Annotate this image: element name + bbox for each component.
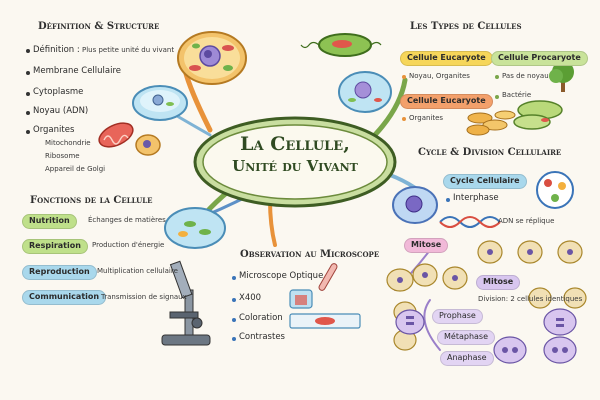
microscope-label: Microscope Optique bbox=[239, 271, 324, 281]
procaryote-note-2: Bactérie bbox=[502, 91, 532, 99]
bullet-icon bbox=[495, 75, 499, 79]
x400-label: X400 bbox=[239, 293, 262, 303]
mitochondria-illustration bbox=[98, 122, 134, 148]
golden-cells-illustration bbox=[466, 110, 516, 136]
bacteria-cluster-illustration bbox=[513, 100, 563, 130]
bullet-icon bbox=[232, 337, 236, 341]
plant-cell-illustration bbox=[164, 207, 226, 249]
lab-tools-illustration bbox=[289, 263, 361, 329]
organites-label: Organites bbox=[33, 125, 75, 135]
communication-note: Transmission de signaux bbox=[101, 293, 187, 301]
nutrition-note: Échanges de matières bbox=[88, 216, 166, 224]
eucaryote-note-1: Noyau, Organites bbox=[409, 72, 470, 80]
eucaryote-note-2: Organites bbox=[409, 114, 444, 122]
main-title-line1: La Cellule, bbox=[240, 133, 350, 155]
definition-label: Définition : bbox=[33, 45, 80, 55]
dna-helix-icon bbox=[439, 216, 501, 228]
bullet-icon bbox=[26, 71, 30, 75]
anaphase-pill: Anaphase bbox=[440, 351, 494, 366]
central-oval bbox=[193, 116, 397, 208]
contrastes-label: Contrastes bbox=[239, 332, 285, 342]
organite-ribosome: Ribosome bbox=[45, 152, 80, 160]
bullet-icon bbox=[402, 75, 406, 79]
eucaryote-pill-1: Cellule Eucaryote bbox=[400, 51, 493, 66]
prophase-pill: Prophase bbox=[432, 309, 483, 324]
cycle-diagram-icon bbox=[536, 171, 574, 209]
eucaryote-pill-2: Cellule Eucaryote bbox=[400, 94, 493, 109]
eukaryote-cell-illustration bbox=[338, 71, 392, 113]
observation-header: Observation au Microscope bbox=[240, 249, 380, 260]
chromosomes bbox=[397, 249, 573, 353]
respiration-note: Production d'énergie bbox=[92, 241, 165, 249]
bullet-icon bbox=[402, 117, 406, 121]
cycle-cellulaire-pill: Cycle Cellulaire bbox=[443, 174, 527, 189]
bullet-icon bbox=[26, 92, 30, 96]
small-cell-illustration bbox=[135, 134, 161, 156]
definition-note: Plus petite unité du vivant bbox=[82, 46, 175, 54]
cytoplasm-cell-illustration bbox=[132, 85, 188, 121]
nutrition-pill: Nutrition bbox=[22, 214, 77, 229]
main-title: La Cellule, Unité du Vivant bbox=[215, 135, 375, 174]
cycle-header: Cycle & Division Cellulaire bbox=[418, 147, 562, 158]
mitose-pill-2: Mitose bbox=[476, 275, 521, 290]
microscope-illustration bbox=[161, 260, 211, 346]
types-header: Les Types de Cellules bbox=[410, 21, 522, 32]
mitose-pill-1: Mitose bbox=[404, 238, 449, 253]
reproduction-note: Multiplication cellulaire bbox=[97, 267, 178, 275]
bullet-icon bbox=[26, 130, 30, 134]
reproduction-pill: Reproduction bbox=[22, 265, 97, 280]
organite-mitochondrie: Mitochondrie bbox=[45, 139, 91, 147]
animal-cell-large-illustration bbox=[177, 31, 247, 85]
membrane-label: Membrane Cellulaire bbox=[33, 66, 122, 76]
metaphase-pill: Métaphase bbox=[437, 330, 496, 345]
organite-golgi: Appareil de Golgi bbox=[45, 165, 106, 173]
tree-illustration bbox=[549, 61, 574, 92]
bullet-icon bbox=[26, 111, 30, 115]
bullet-icon bbox=[495, 95, 499, 99]
fonctions-header: Fonctions de la Cellule bbox=[30, 195, 153, 206]
bullet-icon bbox=[446, 198, 450, 202]
cycle-cell-illustration bbox=[392, 186, 438, 224]
bacterium-illustration bbox=[300, 33, 382, 57]
communication-pill: Communication bbox=[22, 290, 107, 305]
procaryote-pill: Cellule Procaryote bbox=[491, 51, 588, 66]
procaryote-note-1: Pas de noyau bbox=[502, 72, 549, 80]
adn-label: ADN se réplique bbox=[498, 217, 555, 225]
respiration-pill: Respiration bbox=[22, 239, 88, 254]
cytoplasme-label: Cytoplasme bbox=[33, 87, 84, 97]
bullet-icon bbox=[232, 318, 236, 322]
definition-header: Définition & Structure bbox=[38, 21, 160, 32]
interphase-label: Interphase bbox=[453, 193, 499, 203]
bullet-icon bbox=[232, 276, 236, 280]
mitosis-cells-row2 bbox=[395, 308, 577, 364]
noyau-label: Noyau (ADN) bbox=[33, 106, 89, 116]
division-label: Division: 2 cellules identiques bbox=[478, 295, 583, 303]
coloration-label: Coloration bbox=[239, 313, 283, 323]
bullet-icon bbox=[232, 298, 236, 302]
main-title-line2: Unité du Vivant bbox=[232, 157, 358, 175]
bullet-icon bbox=[26, 49, 30, 53]
